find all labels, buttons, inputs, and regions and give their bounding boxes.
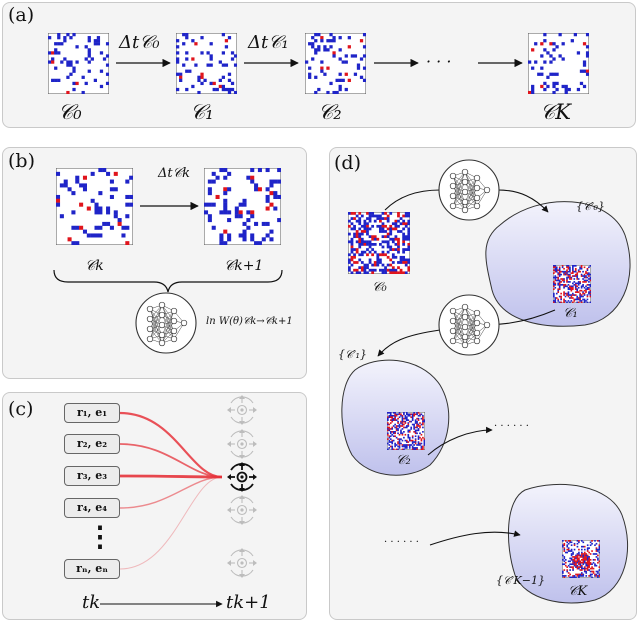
- vertical-dots: ⋮: [86, 520, 114, 553]
- config-label-ck-left: 𝒞k: [85, 258, 104, 274]
- arrow-d-4: [429, 530, 521, 546]
- lattice-c1: [176, 33, 237, 94]
- nn-log-weight-label: ln W(θ)𝒞k→𝒞k+1: [206, 316, 293, 327]
- set-label-ck1-prime: {𝒞′K−1}: [496, 574, 545, 587]
- sample-label-c1: 𝒞₁: [563, 306, 578, 321]
- config-label-ck1-right: 𝒞k+1: [224, 258, 264, 274]
- lattice-d-c0: [348, 212, 410, 274]
- panel-d-label: (d): [334, 152, 361, 174]
- arrow-label-dt0: Δt𝒞₀: [119, 32, 160, 53]
- sample-label-c2: 𝒞₂: [396, 453, 411, 468]
- config-label-c0: 𝒞₀: [58, 100, 82, 124]
- particle-box-4: r₄, e₄: [64, 498, 120, 518]
- sample-label-ck: 𝒞K: [568, 584, 588, 599]
- dots-d-1: · · · · · ·: [494, 421, 529, 432]
- particle-label: rₙ, eₙ: [76, 562, 108, 575]
- time-start-label: tk: [82, 592, 101, 613]
- lattice-ck1-right: [204, 168, 281, 245]
- set-label-c0-prime: {𝒞′₀}: [576, 200, 605, 213]
- edge-4: [119, 476, 223, 509]
- lattice-d-c2: [387, 412, 425, 450]
- panel-a-label: (a): [8, 4, 35, 26]
- particle-icons-column: [227, 395, 257, 578]
- particle-box-3: r₃, e₃: [64, 466, 120, 486]
- particle-label: r₃, e₃: [76, 469, 108, 482]
- neural-net-icon-b: [135, 292, 197, 354]
- particle-box-1: r₁, e₁: [64, 403, 120, 423]
- arrow-label-dtck: Δt𝒞k: [158, 166, 190, 181]
- particle-box-n: rₙ, eₙ: [64, 559, 120, 579]
- arrow-label-dt1: Δt𝒞₁: [248, 32, 289, 53]
- brace-b: [53, 269, 283, 293]
- edge-1: [119, 411, 223, 479]
- lattice-ck: [528, 33, 589, 94]
- time-end-label: tk+1: [226, 592, 271, 613]
- panel-c: [2, 392, 307, 620]
- particle-label: r₄, e₄: [76, 501, 108, 514]
- panel-b-label: (b): [8, 150, 35, 172]
- config-label-d-c0: 𝒞₀: [372, 280, 387, 295]
- arrow-d-3: [427, 426, 493, 456]
- config-label-ck: 𝒞K: [540, 100, 571, 124]
- lattice-ck-left: [56, 168, 133, 245]
- neural-net-icon-d1: [438, 159, 500, 221]
- config-label-c2: 𝒞₂: [318, 100, 342, 124]
- particle-box-2: r₂, e₂: [64, 434, 120, 454]
- edge-3: [119, 474, 223, 479]
- lattice-d-ck: [562, 540, 600, 578]
- lattice-d-c1: [553, 265, 591, 303]
- config-label-c1: 𝒞₁: [190, 100, 214, 124]
- edge-n: [119, 476, 223, 570]
- arrow-d-1: [384, 189, 441, 211]
- lattice-c2: [305, 33, 366, 94]
- particle-label: r₂, e₂: [76, 437, 108, 450]
- arrow-d-1b: [497, 189, 549, 213]
- panel-c-label: (c): [8, 398, 34, 420]
- particle-label: r₁, e₁: [76, 406, 108, 419]
- ellipsis: · · ·: [426, 52, 452, 71]
- dots-d-2: · · · · · ·: [384, 537, 419, 548]
- neural-net-icon-d2: [438, 294, 500, 356]
- blob-c0-prime: [485, 201, 631, 327]
- lattice-c0: [48, 33, 109, 94]
- set-label-c1-prime: {𝒞′₁}: [338, 348, 367, 361]
- arrow-d-2b: [377, 329, 441, 357]
